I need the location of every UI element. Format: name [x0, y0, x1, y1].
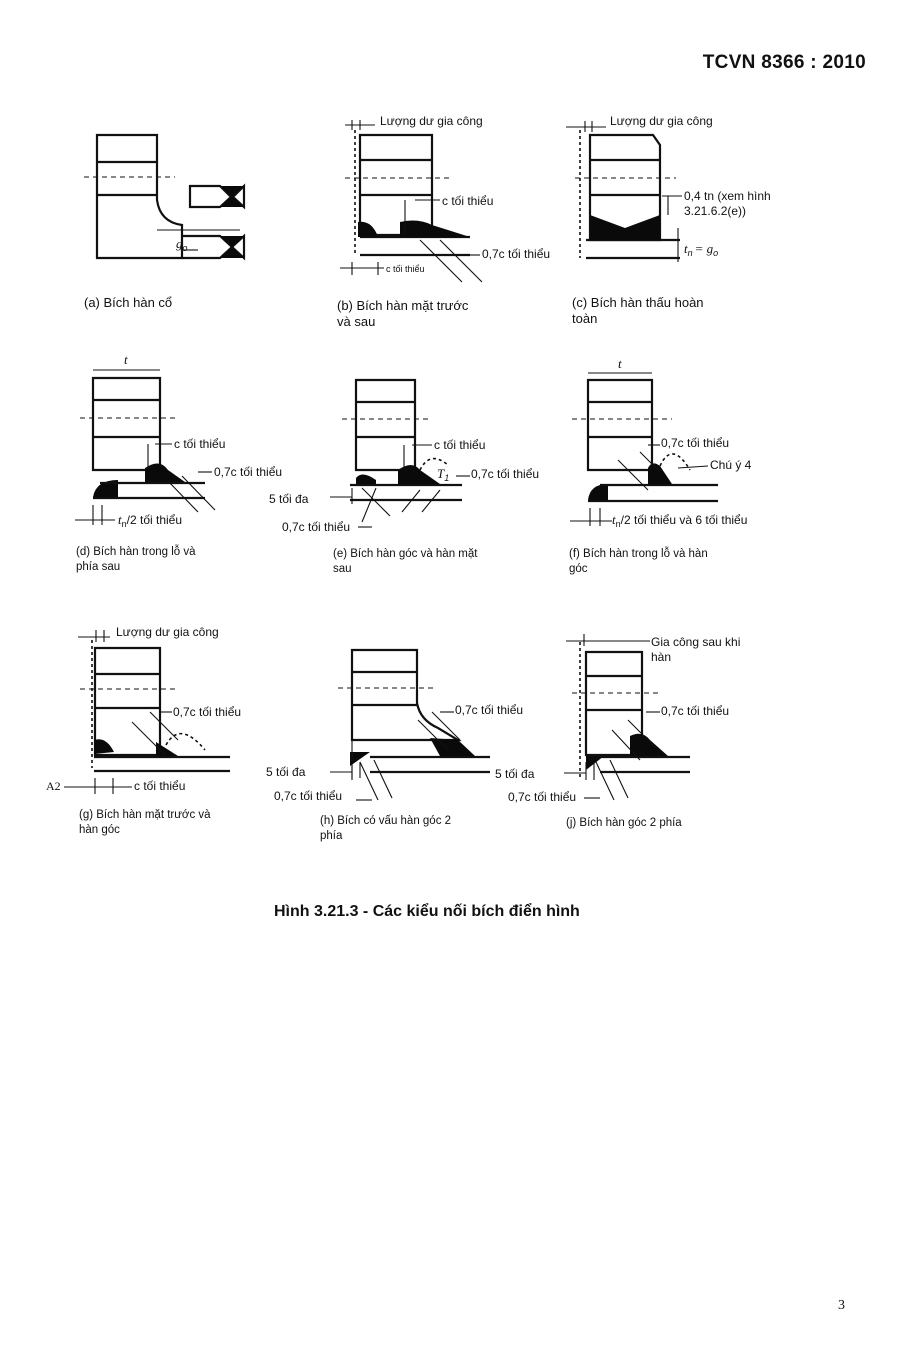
panel-h-hub-double-fillet: 0,7c tối thiểu 5 tối đa 0,7c tối thiểu (… [266, 648, 523, 842]
caption-e-line1: (e) Bích hàn góc và hàn mặt [333, 548, 478, 560]
label-g-machining: Lượng dư gia công [116, 625, 219, 639]
label-d-c-min: c tối thiểu [174, 437, 225, 451]
label-f-note4: Chú ý 4 [710, 458, 752, 472]
panel-f-socket-fillet: t 0,7c tối thiểu Chú ý 4 tn/2 tối thiểu … [569, 356, 752, 575]
caption-c-line1: (c) Bích hàn thấu hoàn [572, 295, 704, 310]
label-h-five-max: 5 tối đa [266, 765, 306, 779]
caption-d-line1: (d) Bích hàn trong lỗ và [76, 545, 196, 558]
label-b-machining: Lượng dư gia công [380, 114, 483, 128]
label-b-c-min-small: c tối thiểu [386, 264, 425, 274]
label-e-c07-min-right: 0,7c tối thiểu [471, 467, 539, 481]
caption-f-line2: góc [569, 563, 588, 575]
panel-b-slip-on-front-back: Lượng dư gia công c tối thiểu 0,7c tối t… [337, 114, 550, 329]
caption-d-line2: phía sau [76, 561, 120, 573]
label-h-c07-min-top: 0,7c tối thiểu [455, 703, 523, 717]
caption-g-line1: (g) Bích hàn mặt trước và [79, 809, 211, 821]
label-j-five-max: 5 tối đa [495, 767, 535, 781]
label-f-tn2-min: tn/2 tối thiểu và 6 tối thiểu [612, 512, 747, 529]
label-j-c07-min-bottom: 0,7c tối thiểu [508, 790, 576, 804]
label-j-post-weld-line1: Gia công sau khi [651, 635, 740, 649]
caption-c-line2: toàn [572, 311, 597, 326]
caption-f-line1: (f) Bích hàn trong lỗ và hàn [569, 547, 708, 560]
label-g-c-min: c tối thiểu [134, 779, 185, 793]
label-e-T1: T1 [437, 466, 449, 483]
label-e-c-min: c tối thiểu [434, 438, 485, 452]
caption-h-line2: phía [320, 830, 343, 842]
label-d-tn2-min: tn/2 tối thiểu [118, 512, 182, 529]
label-f-t: t [618, 356, 622, 371]
label-d-c07-min: 0,7c tối thiểu [214, 465, 282, 479]
label-c-machining: Lượng dư gia công [610, 114, 713, 128]
label-f-c07-min: 0,7c tối thiểu [661, 436, 729, 450]
caption-h-line1: (h) Bích có vấu hàn góc 2 [320, 815, 451, 827]
label-c-tn-eq: tn= go [684, 241, 718, 258]
panel-g-front-fillet: Lượng dư gia công 0,7c tối thiểu c tối t… [46, 625, 241, 836]
label-a-g0: go [176, 236, 188, 253]
caption-j: (j) Bích hàn góc 2 phía [566, 817, 682, 829]
label-e-five-max: 5 tối đa [269, 492, 309, 506]
caption-g-line2: hàn góc [79, 824, 120, 836]
label-g-a2: A2 [46, 779, 61, 793]
label-e-c07-min-bottom: 0,7c tối thiểu [282, 520, 350, 534]
label-j-post-weld-line2: hàn [651, 650, 671, 664]
label-h-c07-min-bottom: 0,7c tối thiểu [274, 789, 342, 803]
page-mark: 3 [838, 1298, 845, 1313]
caption-b-line2: và sau [337, 314, 375, 329]
label-d-t: t [124, 352, 128, 367]
panel-c-full-penetration: Lượng dư gia công 0,4 tn (xem hình 3.21.… [566, 114, 771, 326]
label-j-c07-min-top: 0,7c tối thiểu [661, 704, 729, 718]
caption-b-line1: (b) Bích hàn mặt trước [337, 298, 469, 313]
panel-e-fillet-back: c tối thiểu T1 0,7c tối thiểu 5 tối đa 0… [269, 378, 539, 575]
caption-a: (a) Bích hàn cổ [84, 295, 172, 310]
panel-a-neck-flange: go (a) Bích hàn cổ [84, 133, 246, 310]
label-g-c07-min: 0,7c tối thiểu [173, 705, 241, 719]
label-c-t04-line1: 0,4 tn (xem hình [684, 189, 771, 203]
panel-d-socket-back: t c tối thiểu 0,7c tối thiểu tn/2 tối th… [75, 352, 282, 573]
figure-title: Hình 3.21.3 - Các kiểu nối bích điển hìn… [274, 903, 580, 920]
standard-code: TCVN 8366 : 2010 [702, 52, 866, 73]
caption-e-line2: sau [333, 563, 352, 575]
label-b-c07-min: 0,7c tối thiểu [482, 247, 550, 261]
label-c-t04-line2: 3.21.6.2(e)) [684, 204, 746, 218]
panel-j-double-fillet: Gia công sau khi hàn 0,7c tối thiểu 5 tố… [495, 634, 740, 829]
label-b-c-min: c tối thiểu [442, 194, 493, 208]
